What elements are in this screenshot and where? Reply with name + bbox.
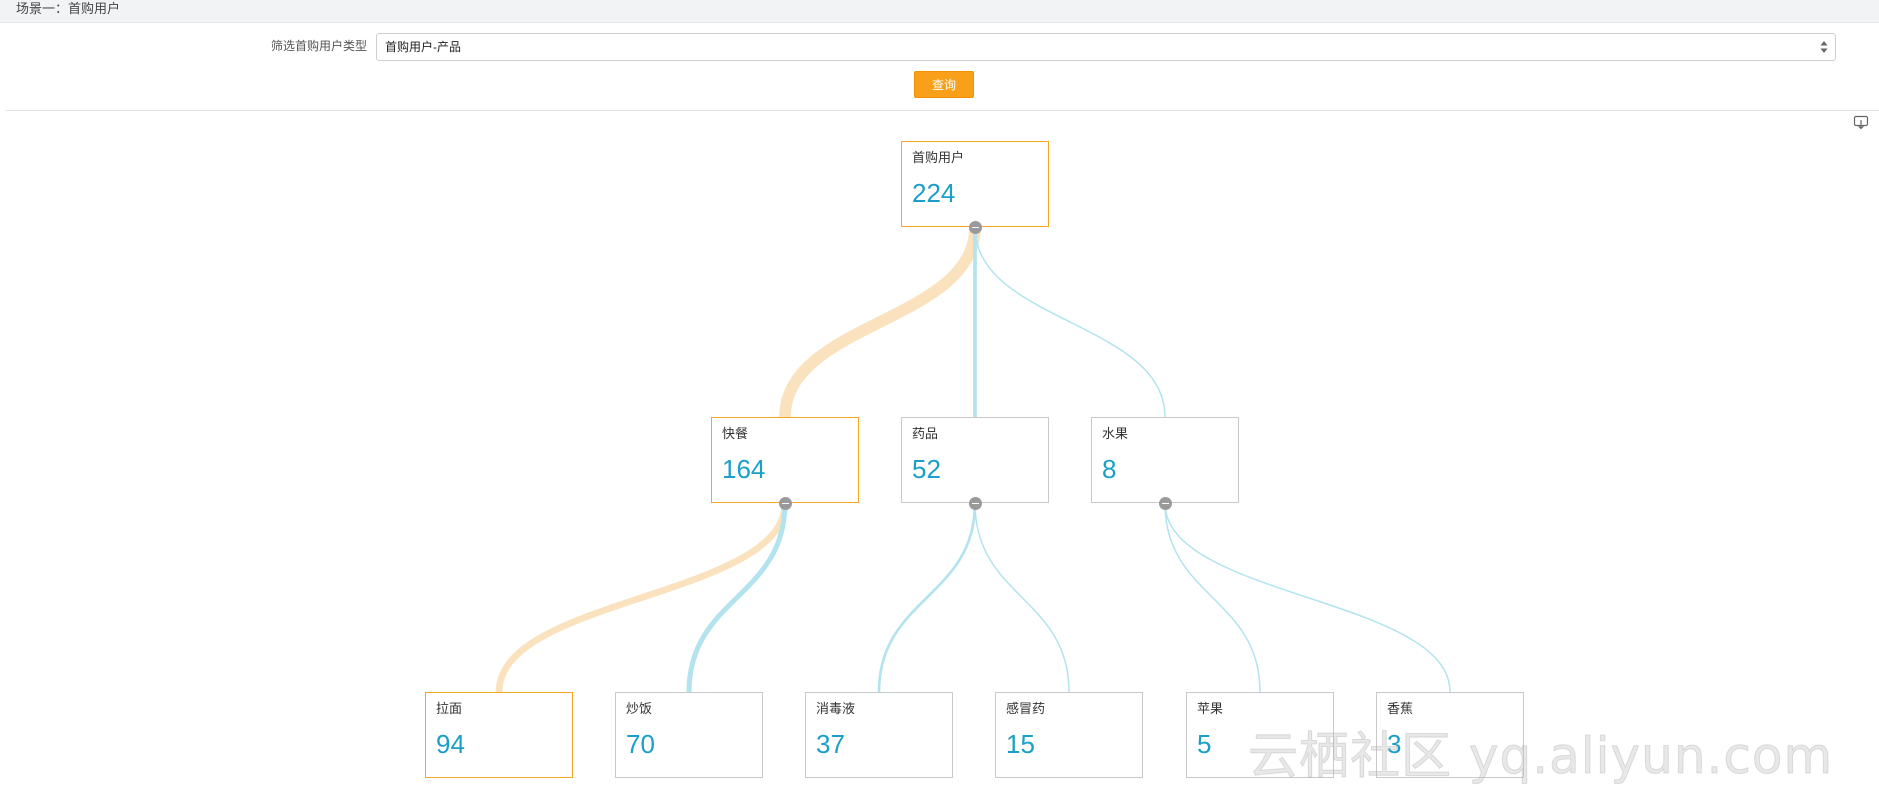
node-value: 70 [626,729,655,759]
tree-node-root[interactable]: 首购用户 224 [901,141,1049,227]
download-icon[interactable] [1853,115,1869,131]
tree-link-l2-1 [686,502,788,693]
node-label: 感冒药 [1006,701,1046,716]
node-value: 164 [722,454,766,484]
tree-node-level2[interactable]: 苹果 5 [1186,692,1334,778]
node-value: 224 [912,178,956,208]
tree-link-l1-2 [974,226,1166,418]
node-value: 5 [1197,729,1212,759]
tree-node-level1[interactable]: 快餐 164 [711,417,859,503]
tree-node-level2[interactable]: 感冒药 15 [995,692,1143,778]
node-value: 94 [436,729,465,759]
tree-link-l2-5 [1164,502,1451,693]
node-value: 15 [1006,729,1035,759]
user-type-select-value: 首购用户-产品 [385,40,461,54]
watermark: 云栖社区 yq.aliyun.com [1247,727,1834,785]
tree-link-l2-2 [877,502,977,693]
collapse-icon[interactable] [968,220,982,234]
page-title: 场景一：首购用户 [16,1,121,16]
tree-link-l2-3 [974,502,1070,693]
tree-node-level2[interactable]: 炒饭 70 [615,692,763,778]
node-value: 8 [1102,454,1117,484]
node-value: 37 [816,729,845,759]
node-label: 香蕉 [1387,701,1414,716]
collapse-icon[interactable] [968,496,982,510]
user-type-select[interactable]: 首购用户-产品 [376,33,1836,61]
tree-link-l1-0 [779,226,981,418]
tree-node-level1[interactable]: 水果 8 [1091,417,1239,503]
node-label: 苹果 [1197,701,1224,716]
node-label: 拉面 [436,701,463,716]
node-label: 炒饭 [626,701,653,716]
node-label: 首购用户 [912,150,965,165]
node-label: 快餐 [722,426,749,441]
select-arrows-icon [1820,41,1828,53]
tree-node-level2[interactable]: 拉面 94 [425,692,573,778]
tree-node-level1[interactable]: 药品 52 [901,417,1049,503]
tree-node-level2[interactable]: 香蕉 3 [1376,692,1524,778]
divider [6,110,1879,111]
node-value: 3 [1387,729,1402,759]
tree-node-level2[interactable]: 消毒液 37 [805,692,953,778]
node-label: 水果 [1102,426,1129,441]
filter-label: 筛选首购用户类型 [270,39,367,53]
node-label: 药品 [912,426,939,441]
tree-link-l2-0 [495,502,789,693]
query-button[interactable]: 查询 [914,71,974,98]
node-label: 消毒液 [816,701,856,716]
collapse-icon[interactable] [1158,496,1172,510]
title-bar: 场景一：首购用户 [0,0,1879,23]
collapse-icon[interactable] [778,496,792,510]
tree-link-l2-4 [1164,502,1261,693]
node-value: 52 [912,454,941,484]
